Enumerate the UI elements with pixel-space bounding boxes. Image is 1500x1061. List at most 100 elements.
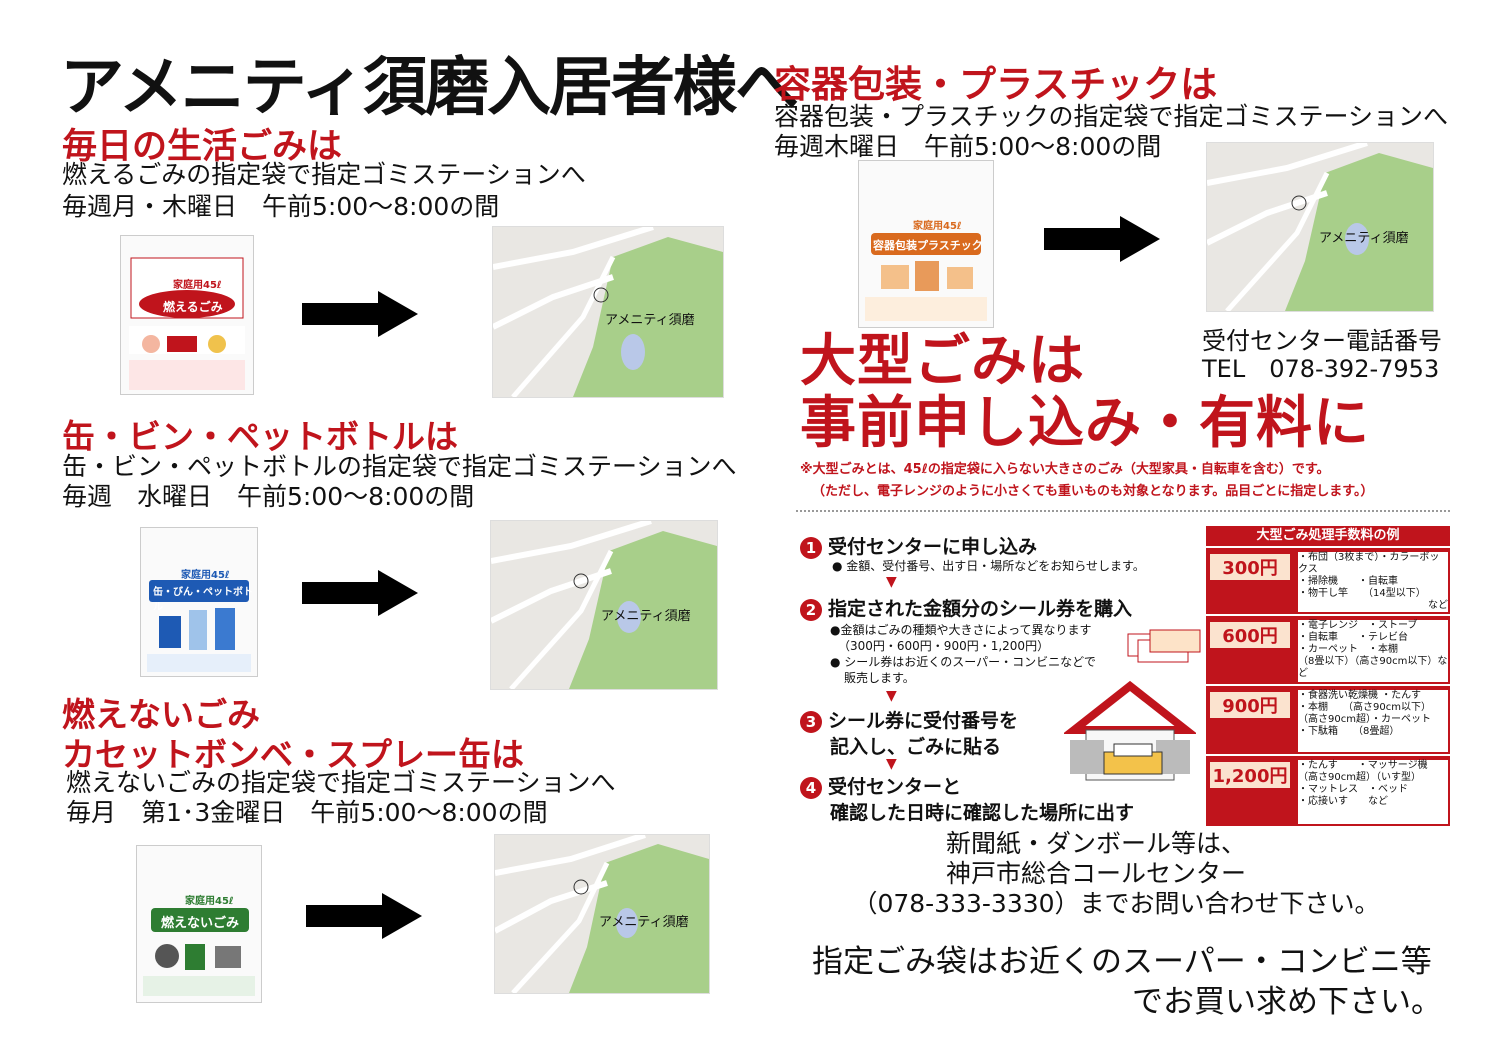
fee-items: ・電子レンジ ・ストーブ ・自転車 ・テレビ台 ・カーペット ・本棚 （8畳以下…: [1298, 620, 1448, 682]
newspaper-line3: （078-333-3330）までお問い合わせ下さい。: [852, 889, 1380, 918]
fee-items: ・たんす ・マッサージ機 （高さ90cm超）（いす型） ・マットレス ・ベッド …: [1298, 760, 1448, 824]
cans-bag-sub: 家庭用45ℓ: [181, 570, 230, 581]
cans-bag-image: 缶・びん・ペットボトル 家庭用45ℓ: [140, 527, 258, 677]
plastic-bag-sub: 家庭用45ℓ: [913, 221, 962, 232]
step-2: 2 指定された金額分のシール券を購入: [800, 594, 1132, 621]
step-2-sub3: ● シール券はお近くのスーパー・コンビニなどで: [830, 655, 1096, 669]
fee-item: ・自転車 ・テレビ台: [1298, 632, 1408, 643]
step-2-number: 2: [800, 598, 822, 621]
fee-item: ・たんす ・マッサージ機: [1298, 760, 1428, 771]
step-1-text: 受付センターに申し込み: [828, 536, 1038, 558]
step-4-text: 受付センターと: [828, 776, 962, 798]
step-2-sub1: ●金額はごみの種類や大きさによって異なります: [830, 623, 1092, 637]
burnable-bag-sub: 家庭用45ℓ: [173, 280, 222, 291]
fee-item: ・物干し竿 （14型以下）: [1298, 588, 1426, 599]
bags-where-line1: 指定ごみ袋はお近くのスーパー・コンビニ等: [812, 944, 1432, 980]
burnable-line1: 燃えるごみの指定袋で指定ゴミステーションへ: [62, 160, 586, 189]
large-note1: ※大型ごみとは、45ℓの指定袋に入らない大きさのごみ（大型家具・自転車を含む）で…: [800, 462, 1330, 477]
step-2-sub2: （300円・600円・900円・1,200円）: [838, 639, 1050, 653]
step-1-number: 1: [800, 536, 822, 559]
fee-items: ・布団（3枚まで）・カラーボックス ・掃除機 ・自転車 ・物干し竿 （14型以下…: [1298, 552, 1448, 612]
map-burnable-label: アメニティ須磨: [605, 313, 695, 328]
fee-item: など: [1428, 600, 1448, 611]
fee-items: ・食器洗い乾燥機 ・たんす ・本棚 （高さ90cm以下） （高さ90cm超）・カ…: [1298, 690, 1448, 752]
step-3-text: シール券に受付番号を: [828, 710, 1019, 732]
reception-phone: TEL 078-392-7953: [1202, 355, 1440, 383]
map-nonburnable-label: アメニティ須磨: [599, 915, 689, 930]
fee-item: （高さ90cm超）（いす型）: [1298, 772, 1421, 783]
map-cans-label: アメニティ須磨: [601, 609, 691, 624]
fee-table-title: 大型ごみ処理手数料の例: [1256, 528, 1400, 543]
fee-row-1200: 1,200円 ・たんす ・マッサージ機 （高さ90cm超）（いす型） ・マットレ…: [1206, 754, 1450, 828]
nonburnable-line1: 燃えないごみの指定袋で指定ゴミステーションへ: [66, 768, 616, 797]
cans-heading: 缶・ビン・ペットボトルは: [62, 417, 458, 456]
step-2-sub4: 販売します。: [844, 671, 915, 685]
down-arrow-icon: ▼: [886, 756, 897, 772]
page-title: アメニティ須磨入居者様へ: [60, 51, 799, 125]
down-arrow-icon: ▼: [886, 574, 897, 590]
cans-line1: 缶・ビン・ペットボトルの指定袋で指定ゴミステーションへ: [62, 452, 737, 481]
fee-item: （8畳以下）（高さ90cm以下）など: [1298, 656, 1448, 679]
fee-item: ・食器洗い乾燥機 ・たんす: [1298, 690, 1421, 701]
fee-item: （高さ90cm超）・カーペット: [1298, 714, 1431, 725]
reception-label: 受付センター電話番号: [1202, 327, 1442, 355]
fee-price: 600円: [1210, 622, 1290, 648]
bags-where-line2: でお買い求め下さい。: [1132, 984, 1442, 1020]
nonburnable-heading1: 燃えないごみ: [62, 695, 260, 734]
fee-item: ・本棚 （高さ90cm以下）: [1298, 702, 1431, 713]
fee-item: ・応接いす など: [1298, 796, 1388, 807]
burnable-heading: 毎日の生活ごみは: [62, 127, 343, 167]
arrow-right-icon: [302, 570, 418, 616]
step-4: 4 受付センターと: [800, 772, 961, 799]
down-arrow-icon: ▼: [886, 688, 897, 704]
cans-line2: 毎週 水曜日 午前5:00～8:00の間: [62, 482, 475, 511]
fee-row-300: 300円 ・布団（3枚まで）・カラーボックス ・掃除機 ・自転車 ・物干し竿 （…: [1206, 546, 1450, 616]
large-heading1: 大型ごみは: [800, 329, 1085, 394]
arrow-right-icon: [306, 893, 422, 939]
divider: [796, 510, 1450, 512]
plastic-bag-image: 容器包装プラスチック 家庭用45ℓ: [858, 160, 994, 328]
nonburnable-bag-label: 燃えないごみ: [161, 916, 240, 931]
cans-bag-label: 缶・びん・ペットボトル: [153, 587, 253, 613]
fee-item: ・マットレス ・ベッド: [1298, 784, 1408, 795]
map-plastic: アメニティ須磨: [1206, 142, 1434, 312]
plastic-line1: 容器包装・プラスチックの指定袋で指定ゴミステーションへ: [774, 102, 1449, 131]
step-3-text2: 記入し、ごみに貼る: [830, 736, 1002, 758]
newspaper-line1: 新聞紙・ダンボール等は、: [945, 829, 1246, 858]
burnable-bag-image: 燃えるごみ 家庭用45ℓ: [120, 235, 254, 395]
arrow-right-icon: [302, 291, 418, 337]
map-burnable: アメニティ須磨: [492, 226, 724, 398]
fee-table: 大型ごみ処理手数料の例 300円 ・布団（3枚まで）・カラーボックス ・掃除機 …: [1206, 526, 1450, 826]
plastic-heading: 容器包装・プラスチックは: [774, 63, 1218, 106]
nonburnable-line2: 毎月 第1･3金曜日 午前5:00～8:00の間: [66, 798, 548, 827]
plastic-bag-label: 容器包装プラスチック: [873, 239, 983, 252]
step-2-text: 指定された金額分のシール券を購入: [828, 598, 1133, 620]
map-plastic-label: アメニティ須磨: [1319, 231, 1409, 246]
fee-price: 900円: [1210, 692, 1290, 718]
step-4-number: 4: [800, 776, 822, 799]
nonburnable-bag-sub: 家庭用45ℓ: [185, 896, 234, 907]
fee-row-900: 900円 ・食器洗い乾燥機 ・たんす ・本棚 （高さ90cm以下） （高さ90c…: [1206, 684, 1450, 756]
map-nonburnable: アメニティ須磨: [494, 834, 710, 994]
large-heading2: 事前申し込み・有料に: [800, 391, 1370, 456]
fee-price: 300円: [1210, 554, 1290, 580]
fee-item: ・下駄箱 （8畳超）: [1298, 726, 1400, 737]
step-1-sub: ● 金額、受付番号、出す日・場所などをお知らせします。: [832, 559, 1145, 573]
fee-item: ・布団（3枚まで）・カラーボックス: [1298, 552, 1440, 575]
nonburnable-heading2: カセットボンベ・スプレー缶は: [62, 735, 524, 774]
map-cans: アメニティ須磨: [490, 520, 718, 690]
plastic-line2: 毎週木曜日 午前5:00～8:00の間: [774, 132, 1162, 161]
large-note2: （ただし、電子レンジのように小さくても重いものも対象となります。品目ごとに指定し…: [812, 484, 1374, 499]
burnable-bag-label: 燃えるごみ: [163, 300, 223, 314]
fee-row-600: 600円 ・電子レンジ ・ストーブ ・自転車 ・テレビ台 ・カーペット ・本棚 …: [1206, 614, 1450, 686]
fee-item: ・電子レンジ ・ストーブ: [1298, 620, 1418, 631]
nonburnable-bag-image: 燃えないごみ 家庭用45ℓ: [136, 845, 262, 1003]
step-4-text2: 確認した日時に確認した場所に出す: [830, 802, 1135, 824]
house-illustration: [1062, 676, 1198, 792]
newspaper-line2: 神戸市総合コールセンター: [945, 859, 1246, 888]
step-1: 1 受付センターに申し込み: [800, 532, 1037, 559]
seal-ticket-image: [1126, 626, 1206, 666]
fee-price: 1,200円: [1210, 762, 1290, 788]
fee-item: ・掃除機 ・自転車: [1298, 576, 1398, 587]
